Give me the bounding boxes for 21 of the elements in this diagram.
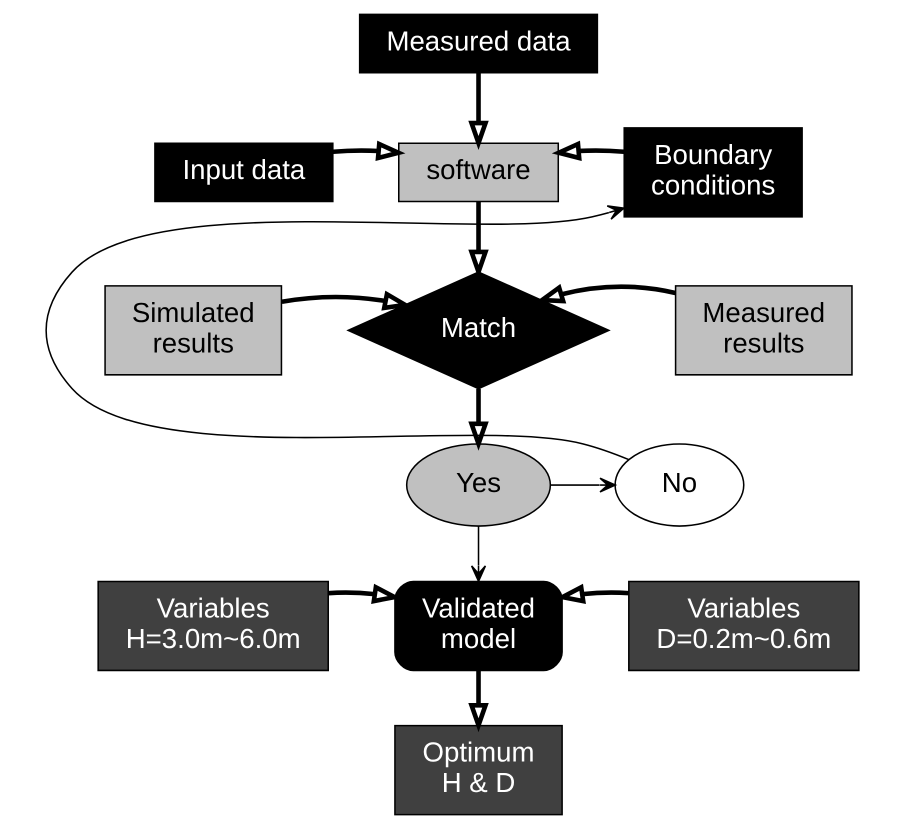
node-box: Boundary conditions	[622, 127, 802, 218]
arrow	[468, 73, 488, 150]
arrow	[550, 477, 616, 493]
arrow	[332, 140, 405, 161]
arrow	[470, 526, 486, 582]
node-box: Measured data	[358, 14, 598, 74]
node-ellipse: No	[614, 443, 744, 527]
node-ellipse: Yes	[405, 443, 551, 527]
node-box: Variables D=0.2m~0.6m	[628, 580, 860, 672]
node-box: Variables H=3.0m~6.0m	[96, 580, 328, 672]
node-box: Optimum H & D	[394, 724, 562, 816]
arrow	[468, 670, 488, 732]
node-box: Input data	[154, 142, 334, 202]
node-box: Simulated results	[104, 285, 282, 376]
arrow	[45, 205, 628, 460]
node-diamond: Match	[346, 271, 610, 390]
node-box: software	[398, 142, 559, 202]
arrow	[468, 388, 488, 451]
node-box: Validated model	[394, 580, 562, 672]
arrow	[551, 140, 624, 161]
node-box: Measured results	[674, 285, 852, 376]
